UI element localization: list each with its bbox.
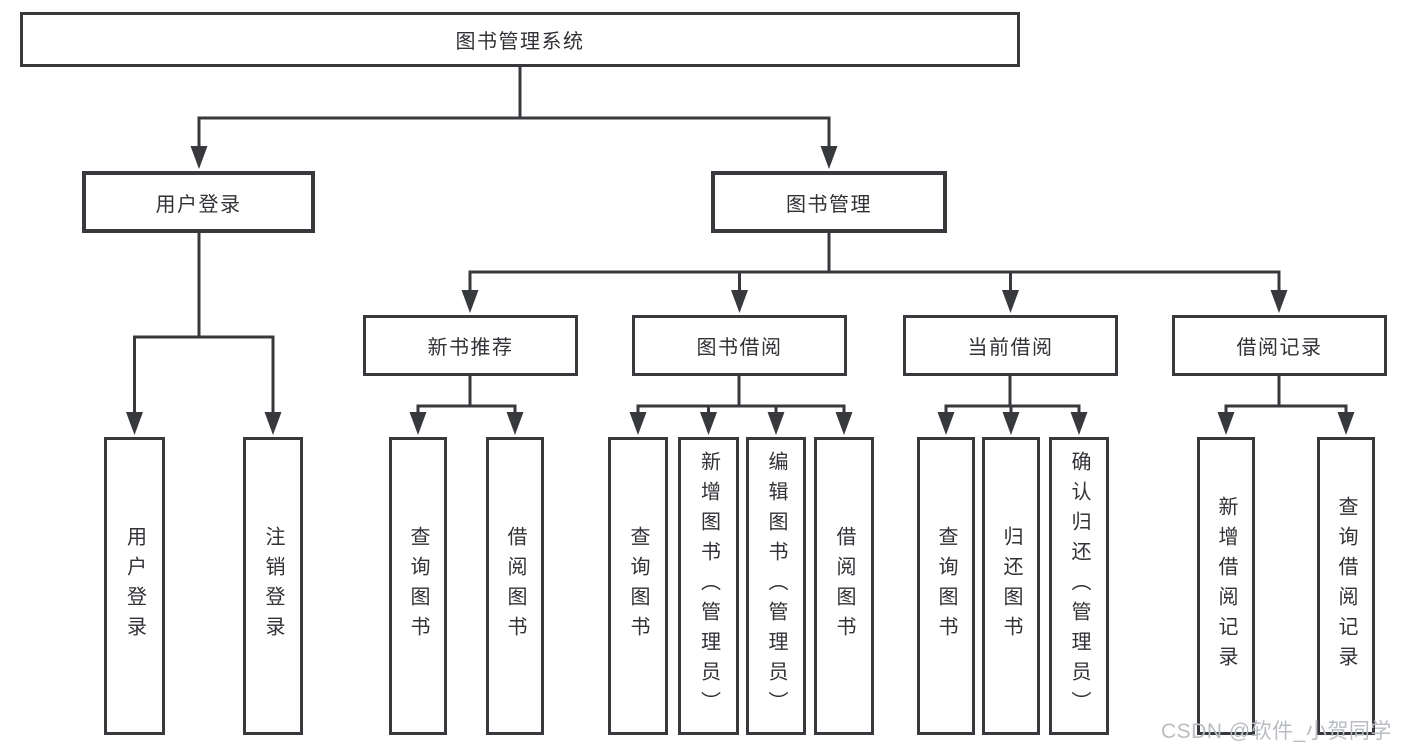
node-label: 新增图书（管理员） [697, 451, 720, 721]
node-current-borrow: 当前借阅 [903, 315, 1118, 376]
connector-current-rail [944, 376, 1081, 412]
connector-borrow-rail [636, 376, 846, 412]
leaf-return-book: 归还图书 [982, 437, 1040, 735]
connector-newbook-rail [416, 376, 517, 412]
node-label: 借阅图书 [833, 526, 855, 646]
node-label: 当前借阅 [967, 337, 1054, 359]
csdn-watermark: CSDN @软件_小贺同学 [1161, 720, 1392, 743]
node-user-login: 用户登录 [82, 171, 315, 233]
node-label: 注销登录 [262, 526, 284, 646]
arrowheads [126, 146, 1355, 435]
node-label: 查询图书 [935, 526, 957, 646]
leaf-add-book-admin: 新增图书（管理员） [678, 437, 739, 735]
node-label: 编辑图书（管理员） [765, 451, 787, 721]
leaf-add-borrow-record: 新增借阅记录 [1197, 437, 1255, 735]
node-label: 图书借阅 [696, 337, 783, 359]
node-label: 借阅图书 [504, 526, 526, 646]
leaf-confirm-return-admin: 确认归还（管理员） [1049, 437, 1109, 735]
connector-mgmt-rail [468, 270, 1281, 290]
node-new-book-recommend: 新书推荐 [363, 315, 578, 376]
leaf-borrow-book-1: 借阅图书 [486, 437, 544, 735]
leaf-query-book-1: 查询图书 [389, 437, 447, 735]
leaf-user-login: 用户登录 [104, 437, 165, 735]
node-label: 图书管理 [786, 193, 872, 216]
connector-record-rail [1224, 376, 1348, 412]
node-label: 查询借阅记录 [1335, 496, 1357, 676]
leaf-borrow-book-2: 借阅图书 [814, 437, 874, 735]
node-label: 新增借阅记录 [1215, 496, 1237, 676]
connector-login-rail [133, 335, 275, 412]
node-label: 图书管理系统 [455, 31, 585, 53]
node-book-management: 图书管理 [711, 171, 947, 233]
node-library-system: 图书管理系统 [20, 12, 1020, 67]
node-label: 归还图书 [1000, 526, 1022, 646]
node-label: 借阅记录 [1236, 337, 1323, 359]
leaf-query-book-2: 查询图书 [608, 437, 668, 735]
connector-root-rail [197, 116, 831, 146]
node-label: 查询图书 [627, 526, 649, 646]
node-label: 查询图书 [407, 526, 429, 646]
node-book-borrow: 图书借阅 [632, 315, 847, 376]
leaf-edit-book-admin: 编辑图书（管理员） [746, 437, 806, 735]
leaf-logout: 注销登录 [243, 437, 303, 735]
leaf-query-book-3: 查询图书 [917, 437, 975, 735]
node-label: 用户登录 [155, 193, 242, 216]
node-borrow-record: 借阅记录 [1172, 315, 1387, 376]
node-label: 用户登录 [123, 526, 146, 646]
node-label: 新书推荐 [427, 337, 514, 359]
node-label: 确认归还（管理员） [1068, 451, 1090, 721]
leaf-query-borrow-record: 查询借阅记录 [1317, 437, 1375, 735]
